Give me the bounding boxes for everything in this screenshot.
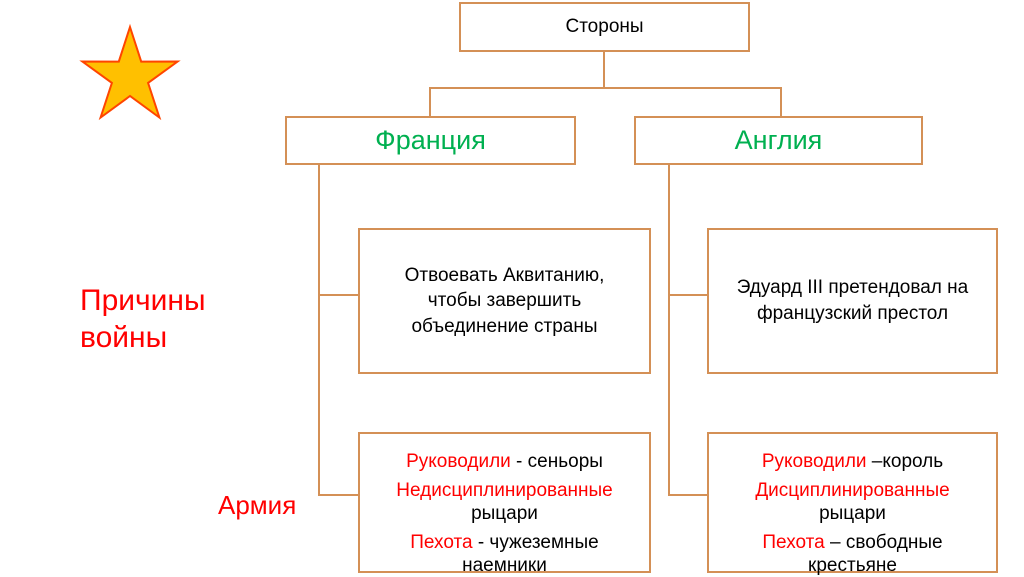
france-army-infantry-desc: - чужеземные наемники — [462, 532, 605, 576]
england-army-leaders: Руководили –король — [721, 451, 984, 473]
star-icon — [79, 23, 181, 121]
england-army-knights: Дисциплинированные рыцари — [721, 480, 984, 525]
node-france-label: Франция — [375, 125, 486, 155]
node-france-army: Руководили - сеньоры Недисциплинированны… — [358, 432, 651, 576]
node-parties: Стороны — [459, 2, 750, 52]
england-army-infantry-term: Пехота — [762, 532, 825, 554]
node-england-label: Англия — [734, 125, 823, 155]
france-army-leaders-term: Руководили — [406, 451, 511, 472]
connector-line — [668, 494, 707, 496]
node-france-cause: Отвоевать Аквитанию, чтобы завершить объ… — [358, 228, 651, 374]
connector-line — [318, 165, 320, 496]
france-army-leaders: Руководили - сеньоры — [372, 451, 637, 473]
england-army-knights-desc: рыцари — [819, 480, 955, 524]
node-england-army: Руководили –король Дисциплинированные ры… — [707, 432, 998, 576]
england-army-leaders-term: Руководили — [761, 451, 867, 472]
node-france: Франция — [285, 116, 576, 165]
england-army-infantry-desc: – свободные крестьяне — [808, 532, 948, 576]
england-army-infantry: Пехота – свободные крестьяне — [721, 532, 984, 577]
connector-line — [668, 165, 670, 496]
connector-line — [603, 52, 605, 89]
england-army-knights-term: Дисциплинированные — [755, 480, 950, 502]
france-army-infantry-term: Пехота — [410, 532, 473, 554]
connector-line — [780, 87, 782, 116]
england-army-leaders-desc: –король — [866, 451, 944, 472]
connector-line — [318, 494, 358, 496]
row-label-causes: Причины войны — [80, 284, 206, 354]
connector-line — [429, 87, 431, 116]
france-army-leaders-desc: - сеньоры — [510, 451, 603, 472]
star-shape — [79, 23, 181, 121]
connector-line — [668, 294, 707, 296]
france-army-infantry: Пехота - чужеземные наемники — [372, 532, 637, 577]
node-parties-label: Стороны — [565, 16, 644, 37]
node-england-cause: Эдуард III претендовал на французский пр… — [707, 228, 998, 374]
node-france-cause-text: Отвоевать Аквитанию, чтобы завершить объ… — [404, 264, 605, 337]
connector-line — [318, 294, 358, 296]
connector-line — [429, 87, 782, 89]
france-army-knights-term: Недисциплинированные — [396, 480, 613, 502]
france-army-knights: Недисциплинированные рыцари — [372, 480, 637, 525]
node-england-cause-text: Эдуард III претендовал на французский пр… — [736, 277, 969, 324]
row-label-army: Армия — [218, 490, 297, 520]
node-england: Англия — [634, 116, 923, 165]
france-army-knights-desc: рыцари — [471, 480, 618, 524]
